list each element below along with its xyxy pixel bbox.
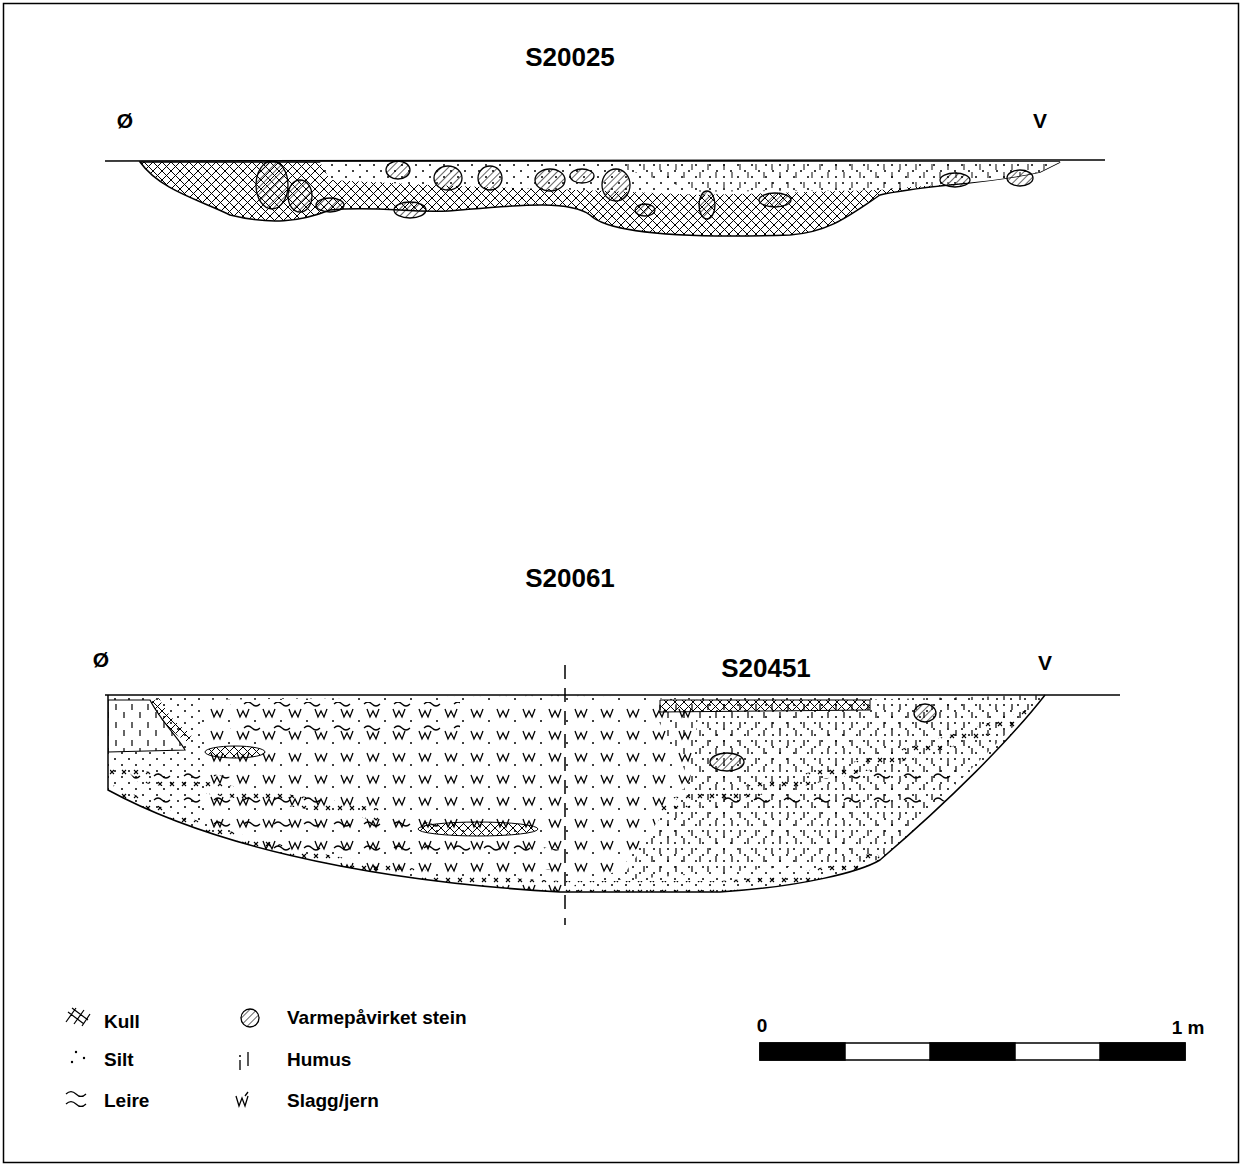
legend-text: Slagg/jern — [287, 1091, 379, 1112]
section-title: S20061 — [525, 564, 615, 593]
direction-label: Ø — [93, 648, 109, 671]
legend-text: Varmepåvirket stein — [287, 1008, 467, 1029]
legend-text: Silt — [104, 1050, 134, 1071]
scale-label: 1 m — [1172, 1018, 1205, 1039]
section-s20061 — [100, 665, 1120, 925]
legend-text: Leire — [104, 1091, 149, 1112]
scale-label: 0 — [757, 1016, 768, 1037]
legend-symbols — [66, 1008, 259, 1107]
section-s20025 — [105, 160, 1105, 236]
section-title: S20025 — [525, 43, 615, 72]
scale-bar — [760, 1043, 1185, 1060]
legend-text: Humus — [287, 1050, 351, 1071]
section-title: S20451 — [721, 654, 811, 683]
frame — [4, 4, 1239, 1163]
direction-label: V — [1038, 651, 1052, 674]
direction-label: Ø — [117, 109, 133, 132]
direction-label: V — [1033, 109, 1047, 132]
legend-text: Kull — [104, 1012, 140, 1033]
